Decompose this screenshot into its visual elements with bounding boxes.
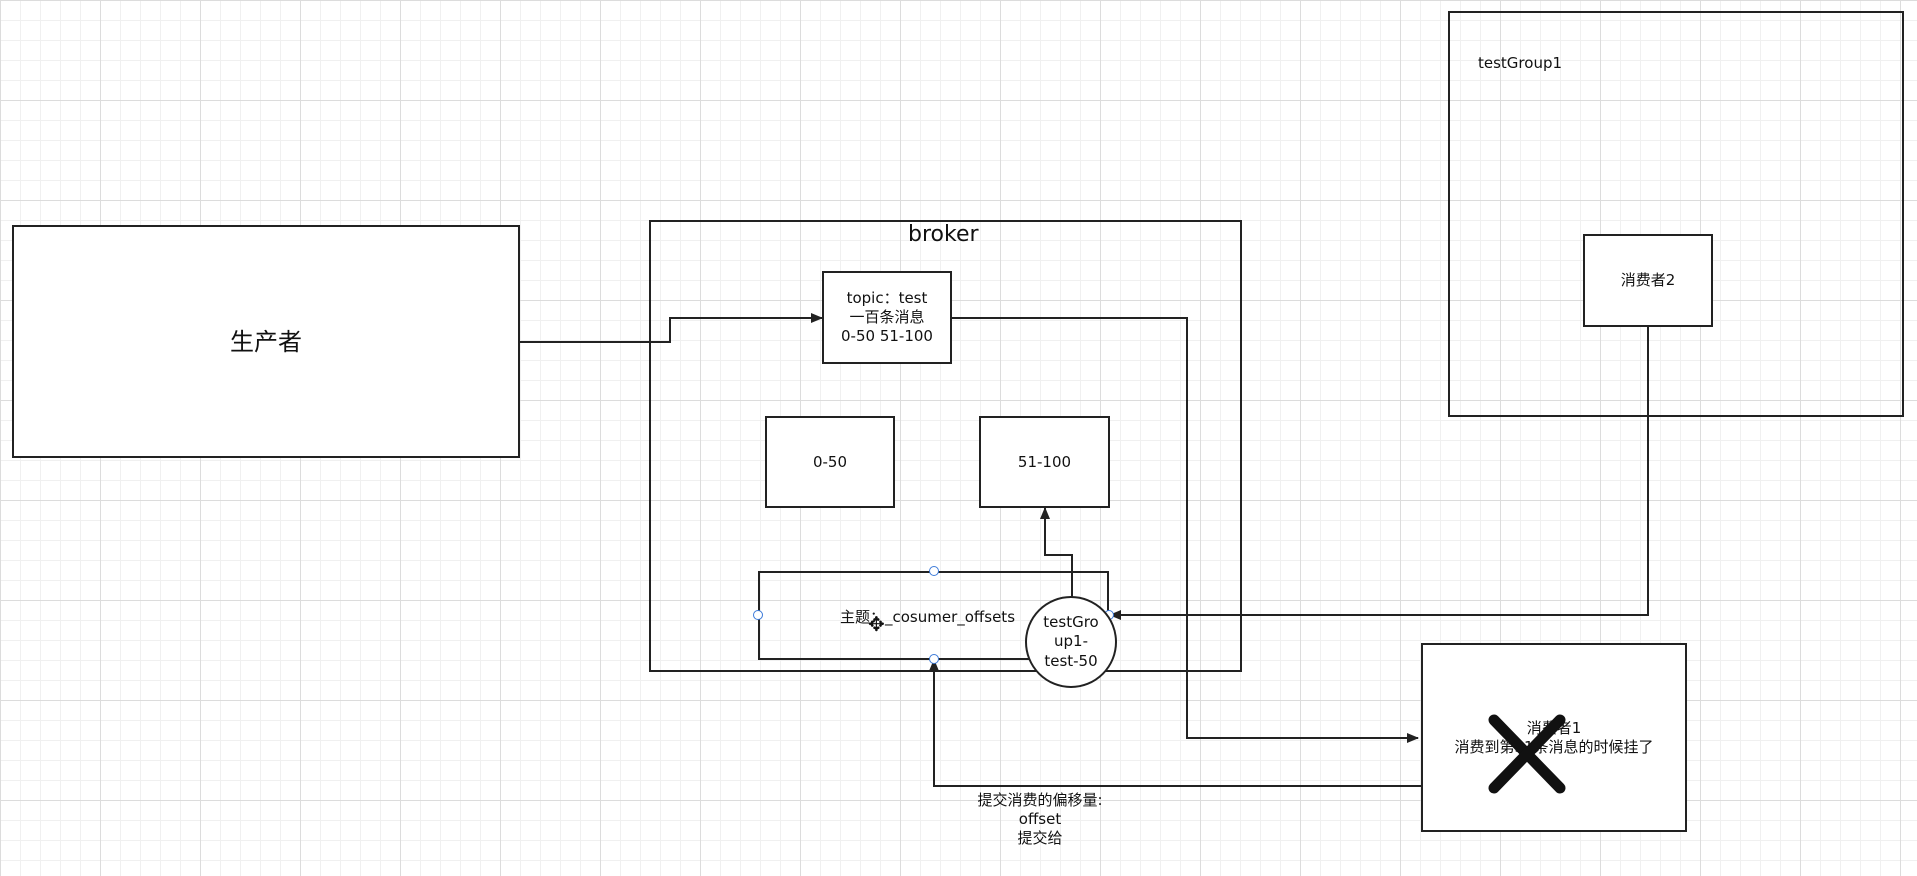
producer-box[interactable]: 生产者: [12, 225, 520, 458]
group-offset-line3: test-50: [1044, 651, 1098, 670]
producer-to-topic-arrow[interactable]: [520, 313, 823, 343]
partition-0-50[interactable]: 0-50: [765, 416, 895, 508]
selection-handle-left[interactable]: [753, 610, 763, 620]
commit-note-line1: 提交消费的偏移量:: [977, 791, 1103, 809]
consumer2-to-offset-arrow[interactable]: [1109, 326, 1649, 620]
commit-note-line3: 提交给: [1017, 828, 1063, 847]
selection-handle-bottom[interactable]: [929, 654, 939, 664]
topic-partitions: 0-50 51-100: [841, 326, 933, 345]
group-offset-label: testGro up1- test-50: [1043, 613, 1098, 672]
move-cursor-icon: ✥: [868, 612, 885, 636]
commit-offset-arrow[interactable]: [929, 659, 1421, 787]
broker-box[interactable]: [649, 220, 1242, 672]
consumer1-status: 消费到第51条消息的时候挂了: [1454, 737, 1654, 756]
commit-note-line2: offset: [1018, 809, 1062, 828]
offset-to-partition-arrow[interactable]: [1040, 507, 1073, 600]
partition-51-100[interactable]: 51-100: [979, 416, 1110, 508]
consumer2-box[interactable]: 消费者2: [1583, 234, 1713, 327]
topic-label: topic：test 一百条消息 0-50 51-100: [841, 289, 933, 345]
offsets-topic-label: 主题：_cosumer_offsets: [840, 608, 1016, 626]
selection-handle-top[interactable]: [929, 566, 939, 576]
topic-name: topic：test: [846, 289, 928, 308]
broker-title: broker: [908, 222, 979, 247]
group-offset-circle[interactable]: testGro up1- test-50: [1025, 596, 1117, 688]
consumer1-label: 消费者1 消费到第51条消息的时候挂了: [1454, 719, 1653, 757]
group-offset-line1: testGro: [1043, 612, 1099, 631]
consumer-group-name: testGroup1: [1478, 54, 1563, 72]
partition-51-100-label: 51-100: [1017, 452, 1072, 471]
commit-note: 提交消费的偏移量: offset 提交给: [960, 791, 1120, 847]
crash-x-icon: [1488, 714, 1566, 794]
group-offset-line2: up1-: [1054, 632, 1088, 651]
topic-box[interactable]: topic：test 一百条消息 0-50 51-100: [822, 271, 952, 364]
consumer2-label: 消费者2: [1620, 271, 1676, 290]
consumer-group-box[interactable]: [1448, 11, 1904, 417]
consumer1-box[interactable]: 消费者1 消费到第51条消息的时候挂了: [1421, 643, 1687, 832]
producer-label: 生产者: [230, 327, 302, 356]
topic-to-consumer1-arrow[interactable]: [951, 317, 1419, 743]
partition-0-50-label: 0-50: [812, 452, 848, 471]
topic-message-count: 一百条消息: [849, 308, 925, 327]
